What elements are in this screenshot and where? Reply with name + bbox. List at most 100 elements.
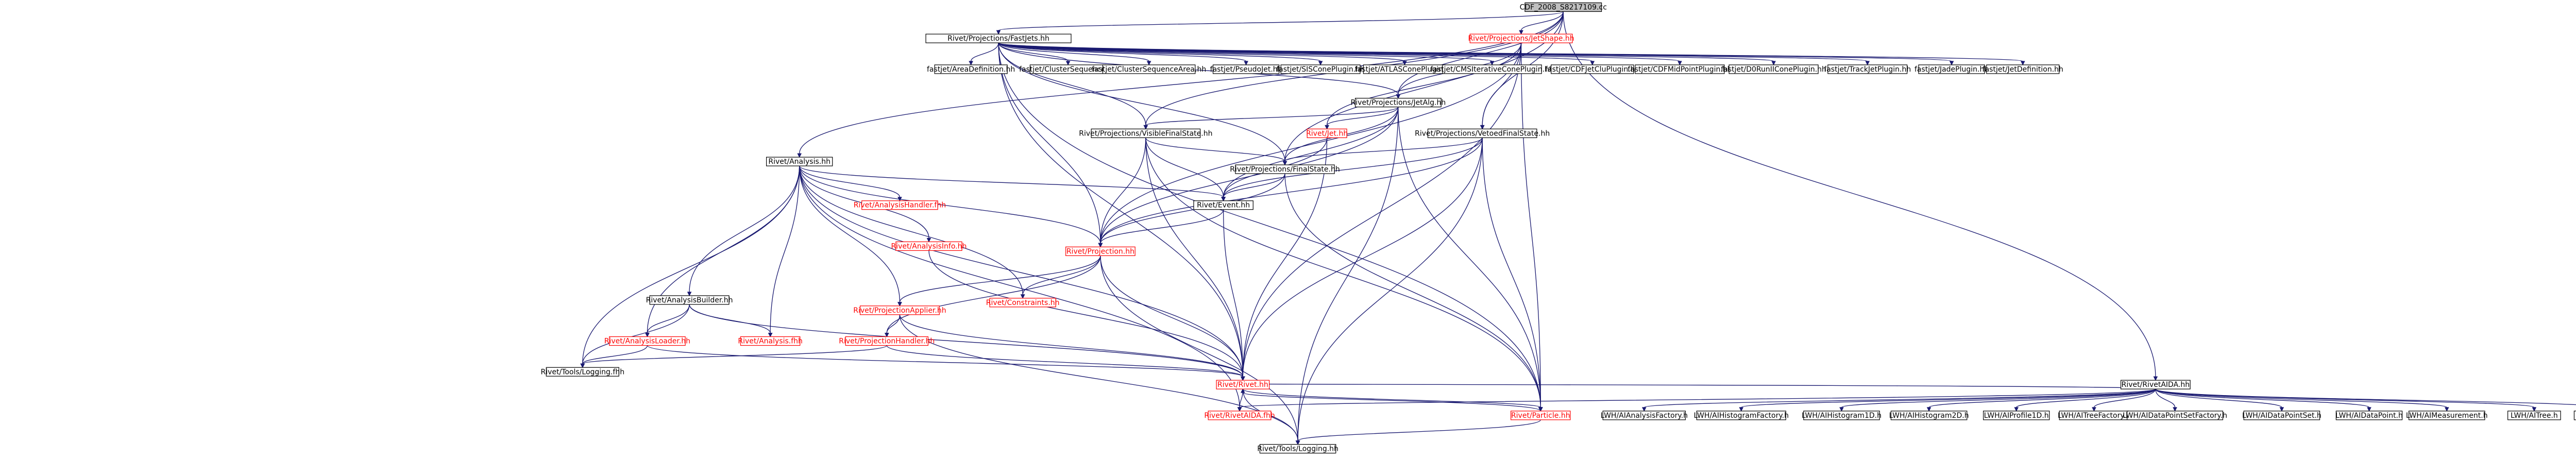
node-clseqarea[interactable]: fastjet/ClusterSequenceArea.hh [1092, 64, 1206, 74]
edge-projapplier-to-toolsloghh [899, 314, 1300, 445]
node-d0run[interactable]: fastjet/D0RunIIConePlugin.hh [1721, 64, 1826, 74]
edge-analysis-to-constraints [799, 166, 1025, 299]
edge-line [2155, 388, 2282, 408]
node-jade[interactable]: fastjet/JadePlugin.hh [1914, 64, 1989, 74]
node-particle[interactable]: Rivet/Particle.hh [1511, 411, 1571, 420]
node-adpsfactory[interactable]: LWH/AIDataPointSetFactory.h [2123, 411, 2227, 420]
node-box [1524, 2, 1602, 12]
edge-rivetaida-to-aanafactory [1641, 388, 2156, 412]
node-projapplier[interactable]: Rivet/ProjectionApplier.hh [853, 305, 946, 315]
node-analoader[interactable]: Rivet/AnalysisLoader.hh [604, 336, 690, 346]
node-anabuilder[interactable]: Rivet/AnalysisBuilder.hh [646, 295, 733, 305]
node-finalstate[interactable]: Rivet/Projections/FinalState.hh [1230, 164, 1340, 174]
edge-arrowhead [2532, 407, 2537, 412]
edge-rivetaida-to-ahist1d [1839, 388, 2156, 412]
edge-line [799, 165, 1224, 198]
node-aaxis[interactable]: LWH/AIAxis.h [2573, 411, 2576, 420]
node-label: CDF_2008_S8217109.cc [1520, 3, 1607, 11]
node-analysis[interactable]: Rivet/Analysis.hh [766, 157, 833, 166]
node-cdfjetclu[interactable]: fastjet/CDFJetCluPlugin.hh [1545, 64, 1640, 74]
node-jetdef[interactable]: fastjet/JetDefinition.hh [1982, 64, 2063, 74]
node-vetoedfs[interactable]: Rivet/Projections/VetoedFinalState.hh [1415, 128, 1550, 138]
node-aprofile1d[interactable]: LWH/AIProfile1D.h [1983, 411, 2050, 420]
node-label: Rivet/Projections/FastJets.hh [947, 35, 1049, 43]
edge-line [1242, 388, 1541, 408]
edge-visiblefs-to-finalstate [1145, 138, 1287, 166]
node-label: LWH/AIHistogram2D.h [1889, 412, 1969, 420]
node-ahist1d[interactable]: LWH/AIHistogram1D.h [1802, 411, 1882, 420]
node-box [1442, 64, 1542, 74]
edge-jetshape-to-vetoedfs [1480, 43, 1522, 130]
node-label: fastjet/CDFJetCluPlugin.hh [1545, 65, 1639, 74]
node-rivetaida[interactable]: Rivet/RivetAIDA.hh [2120, 380, 2191, 389]
node-label: LWH/AIMeasurement.h [2406, 412, 2488, 420]
edge-arrowhead [1065, 61, 1071, 66]
node-jetshape[interactable]: Rivet/Projections/JetShape.hh [1468, 33, 1574, 43]
node-label: LWH/AITreeFactory.h [2058, 412, 2130, 420]
edge-line [799, 166, 1101, 244]
node-toolslogfhh[interactable]: Rivet/Tools/Logging.fhh [540, 367, 624, 377]
edge-arrowhead [1480, 125, 1485, 130]
edge-line [1482, 138, 1541, 407]
node-fastjets[interactable]: Rivet/Projections/FastJets.hh [925, 33, 1072, 43]
node-projhandler[interactable]: Rivet/ProjectionHandler.hh [839, 336, 935, 346]
edge-line [970, 43, 999, 62]
edge-line [689, 304, 1243, 377]
node-label: Rivet/Constraints.hh [986, 299, 1060, 307]
edge-line [998, 11, 1564, 31]
node-adp[interactable]: LWH/AIDataPoint.h [2335, 411, 2403, 420]
node-atlascone[interactable]: fastjet/ATLASConePlugin.hh [1355, 64, 1455, 74]
node-pseudojet[interactable]: fastjet/PseudoJet.hh [1210, 64, 1282, 74]
edge-line [647, 304, 690, 333]
edge-analoader-to-rivethh [647, 345, 1245, 381]
node-constraints[interactable]: Rivet/Constraints.hh [986, 298, 1060, 308]
node-toolsloghh[interactable]: Rivet/Tools/Logging.hh [1257, 444, 1338, 454]
node-jet[interactable]: Rivet/Jet.hh [1306, 128, 1348, 138]
node-event[interactable]: Rivet/Event.hh [1193, 200, 1253, 210]
node-adps[interactable]: LWH/AIDataPointSet.h [2242, 411, 2321, 420]
edge-line [2155, 388, 2370, 408]
node-ameasure[interactable]: LWH/AIMeasurement.h [2406, 411, 2488, 420]
node-anainfo[interactable]: Rivet/AnalysisInfo.hh [891, 241, 967, 251]
node-label: Rivet/Particle.hh [1511, 412, 1570, 420]
node-ahistfactory[interactable]: LWH/AIHistogramFactory.h [1694, 411, 1789, 420]
node-clseq[interactable]: fastjet/ClusterSequence.hh [1019, 64, 1117, 74]
node-rivethh[interactable]: Rivet/Rivet.hh [1216, 380, 1270, 389]
edge-root-to-fastjets [996, 11, 1564, 35]
node-label: LWH/AIHistogram1D.h [1802, 412, 1882, 420]
node-rivetaidafhh[interactable]: Rivet/RivetAIDA.fhh [1204, 411, 1275, 420]
node-box [1307, 128, 1347, 138]
edge-line [1297, 107, 1399, 441]
node-atreefactory[interactable]: LWH/AITreeFactory.h [2058, 411, 2130, 420]
node-label: fastjet/JadePlugin.hh [1914, 65, 1989, 74]
edge-projection-to-constraints [1020, 256, 1101, 299]
node-areadef[interactable]: fastjet/AreaDefinition.hh [927, 64, 1015, 74]
edge-arrowhead [645, 333, 650, 337]
edge-line [1100, 174, 1285, 244]
edge-line [1284, 138, 1483, 162]
node-cmscone[interactable]: fastjet/CMSIterativeConePlugin.hh [1430, 64, 1554, 74]
node-label: Rivet/AnalysisHandler.fhh [854, 201, 946, 210]
node-ahist2d[interactable]: LWH/AIHistogram2D.h [1889, 411, 1969, 420]
edge-line [998, 42, 1247, 62]
edge-projection-to-projapplier [897, 256, 1101, 307]
edge-line [1145, 138, 1243, 377]
node-projection[interactable]: Rivet/Projection.hh [1065, 246, 1136, 256]
node-anahandler[interactable]: Rivet/AnalysisHandler.fhh [854, 200, 946, 210]
node-atree[interactable]: LWH/AITree.h [2507, 411, 2561, 420]
edge-projhandler-to-rivethh [886, 345, 1245, 381]
node-aanafactory[interactable]: LWH/AIAnalysisFactory.h [1601, 411, 1688, 420]
node-jetalg[interactable]: Rivet/Projections/JetAlg.hh [1350, 98, 1446, 108]
node-trackjet[interactable]: fastjet/TrackJetPlugin.hh [1824, 64, 1911, 74]
node-siscone[interactable]: fastjet/SISConePlugin.hh [1276, 64, 1365, 74]
node-cdfmidpoint[interactable]: fastjet/CDFMidPointPlugin.hh [1628, 64, 1732, 74]
node-anafhh[interactable]: Rivet/Analysis.fhh [738, 336, 803, 346]
node-visiblefs[interactable]: Rivet/Projections/VisibleFinalState.hh [1079, 128, 1212, 138]
edge-fastjets-to-atlascone [998, 42, 1407, 66]
node-box [859, 305, 940, 315]
edge-line [899, 256, 1101, 302]
edge-arrowhead [1143, 125, 1148, 130]
node-box [2127, 411, 2224, 420]
node-root: CDF_2008_S8217109.cc [1520, 2, 1607, 12]
edge-line [2155, 388, 2447, 408]
